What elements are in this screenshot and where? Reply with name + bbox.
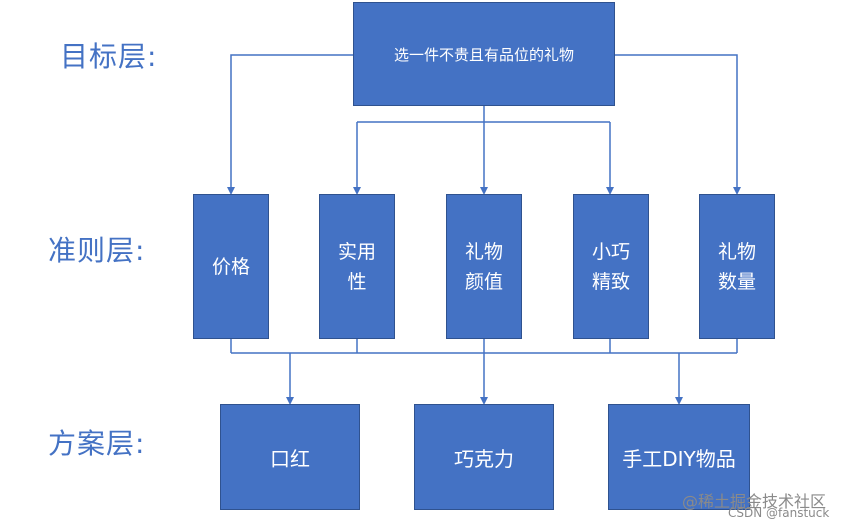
option-node-diy: 手工DIY物品 bbox=[608, 404, 750, 510]
option-node-lipstick: 口红 bbox=[220, 404, 360, 510]
options-layer-label: 方案层: bbox=[48, 427, 146, 460]
option-label: 口红 bbox=[270, 446, 310, 471]
watermark-juejin: @稀土掘金技术社区 bbox=[682, 492, 827, 511]
criteria-layer-label: 准则层: bbox=[48, 234, 146, 267]
criterion-node-practicality: 实用性 bbox=[319, 194, 395, 339]
criterion-label-line1: 礼物 bbox=[717, 240, 756, 263]
edge-goal-price bbox=[227, 54, 353, 195]
criterion-label-line2: 数量 bbox=[717, 270, 756, 293]
criterion-label-line1: 实用 bbox=[337, 240, 376, 263]
criterion-label-line2: 性 bbox=[347, 270, 367, 293]
goal-node-text: 选一件不贵且有品位的礼物 bbox=[393, 45, 574, 64]
criterion-label-line1: 价格 bbox=[211, 255, 250, 278]
option-label: 手工DIY物品 bbox=[622, 446, 736, 471]
criterion-node-compact: 小巧精致 bbox=[573, 194, 649, 339]
watermark-csdn: CSDN @fanstuck bbox=[728, 506, 830, 520]
criterion-node-price: 价格 bbox=[193, 194, 269, 339]
edge-goal-quantity bbox=[614, 54, 741, 195]
option-label: 巧克力 bbox=[454, 446, 514, 471]
criterion-node-looks: 礼物颜值 bbox=[446, 194, 522, 339]
criterion-label-line2: 精致 bbox=[591, 270, 630, 293]
goal-node: 选一件不贵且有品位的礼物 bbox=[353, 2, 615, 106]
criterion-node-quantity: 礼物数量 bbox=[699, 194, 775, 339]
criterion-label-line2: 颜值 bbox=[464, 270, 503, 293]
option-node-chocolate: 巧克力 bbox=[414, 404, 554, 510]
criterion-label-line1: 礼物 bbox=[464, 240, 503, 263]
goal-layer-label: 目标层: bbox=[60, 40, 158, 73]
criterion-label-line1: 小巧 bbox=[591, 240, 630, 263]
